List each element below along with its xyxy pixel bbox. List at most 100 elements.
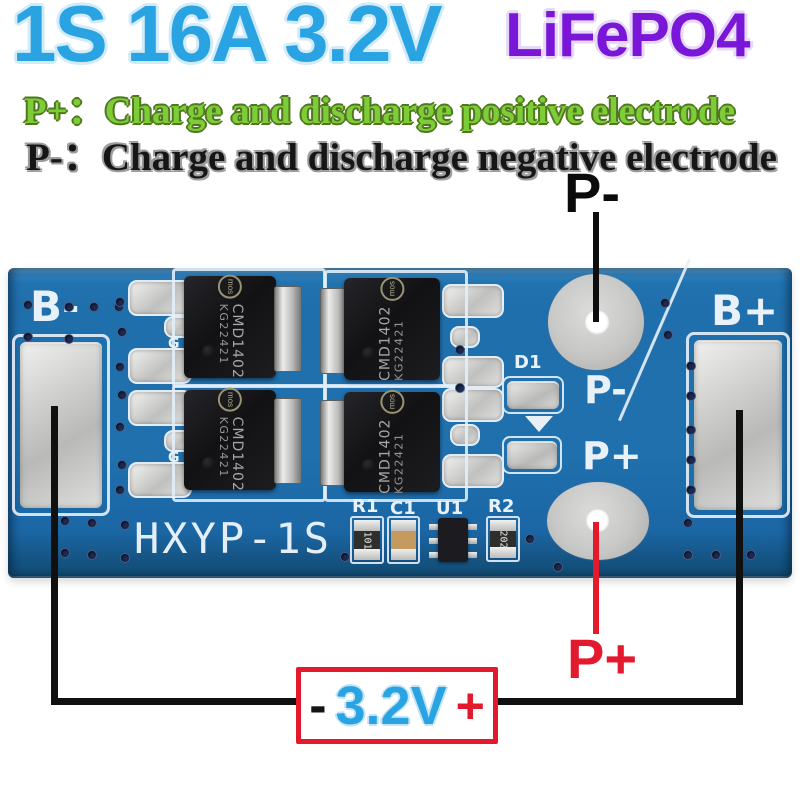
- silkscreen-r1: R1: [352, 496, 379, 517]
- capacitor-body: [391, 531, 416, 549]
- via: [60, 516, 70, 526]
- battery-plus-sign: +: [455, 677, 485, 734]
- silkscreen-b-plus: B+: [711, 286, 779, 335]
- b-minus-pad-metal: [20, 342, 102, 508]
- title-spec: 1S 16A 3.2V: [12, 0, 443, 78]
- resistor-cap: [490, 547, 516, 558]
- p-plus-prefix: P+：: [24, 91, 105, 132]
- mosfet-part: CMD1402: [228, 416, 245, 493]
- resistor-body: 202: [490, 530, 516, 548]
- ic-u1-body: [438, 518, 468, 562]
- silkscreen-d1: D1: [514, 352, 542, 373]
- capacitor-cap: [391, 520, 416, 531]
- lead-pad: [128, 390, 192, 426]
- via: [340, 552, 350, 562]
- via: [117, 327, 127, 337]
- via: [120, 553, 130, 563]
- ic-lead: [429, 552, 439, 558]
- ic-lead: [467, 538, 477, 544]
- description-positive: P+：Charge and discharge positive electro…: [24, 80, 735, 134]
- p-minus-prefix: P-：: [26, 136, 102, 179]
- r1-value: 101: [361, 530, 373, 550]
- via: [553, 562, 563, 572]
- mosfet-lot: KG22421: [216, 416, 230, 479]
- resistor-r1: 101: [350, 516, 384, 564]
- mos-logo-icon: mos: [380, 389, 404, 414]
- wire-b-plus: [736, 410, 743, 705]
- mosfet-tab: [320, 400, 348, 486]
- ic-lead: [467, 552, 477, 558]
- via: [686, 455, 696, 465]
- via: [686, 425, 696, 435]
- via: [455, 383, 465, 393]
- mosfet-part: CMD1402: [377, 305, 394, 382]
- lead-pad: [442, 356, 504, 388]
- silkscreen-r2: R2: [488, 496, 515, 517]
- resistor-cap: [490, 520, 516, 531]
- p-minus-annotation: P-: [564, 161, 620, 224]
- resistor-cap: [354, 520, 380, 531]
- p-plus-text: Charge and discharge positive electrode: [104, 91, 735, 132]
- lead-pad: [442, 284, 504, 318]
- lead-pad: [128, 462, 192, 498]
- d1-pad: [502, 436, 562, 474]
- ic-lead: [467, 524, 477, 530]
- mosfet-tab: [320, 288, 348, 374]
- via: [660, 298, 670, 308]
- d1-pad: [502, 376, 564, 414]
- via: [663, 330, 673, 340]
- via: [455, 345, 465, 355]
- mosfet-part: CMD1402: [377, 418, 394, 495]
- p-minus-pointer-line: [593, 212, 599, 322]
- via: [683, 550, 693, 560]
- p-plus-annotation: P+: [567, 627, 638, 690]
- via: [115, 422, 125, 432]
- mosfet-lot: KG22421: [216, 303, 230, 366]
- silkscreen-c1: C1: [390, 498, 416, 519]
- via: [23, 332, 33, 342]
- via: [64, 334, 74, 344]
- d1-pad-metal: [507, 381, 559, 409]
- via: [686, 485, 696, 495]
- capacitor-c1: [387, 516, 420, 564]
- wire-b-minus: [51, 406, 58, 705]
- silkscreen-p-plus: P+: [582, 434, 642, 478]
- lead-pad: [442, 388, 504, 422]
- via: [117, 390, 127, 400]
- d1-pad-metal: [507, 441, 557, 469]
- via: [115, 297, 125, 307]
- mosfet-lot: KG22421: [392, 319, 406, 382]
- via: [23, 300, 33, 310]
- via: [117, 460, 127, 470]
- mosfet-tab: [274, 286, 302, 372]
- via: [711, 550, 721, 560]
- p-minus-text: Charge and discharge negative electrode: [101, 136, 777, 179]
- pcb-board: B- B+ G G mos CM: [8, 258, 792, 578]
- resistor-cap: [354, 549, 380, 560]
- via: [746, 550, 756, 560]
- via: [115, 362, 125, 372]
- via: [683, 518, 693, 528]
- ic-lead: [429, 538, 439, 544]
- mos-logo-icon: mos: [218, 274, 243, 299]
- mosfet-tab: [274, 398, 302, 484]
- ic-lead: [429, 524, 439, 530]
- diode-cathode-mark: [525, 416, 553, 432]
- lead-pad: [442, 454, 504, 488]
- via: [115, 485, 125, 495]
- silkscreen-model: HXYP-1S: [134, 514, 333, 563]
- p-plus-pointer-line: [593, 522, 599, 634]
- via: [686, 361, 696, 371]
- mosfet-part: CMD1402: [228, 303, 245, 380]
- title-chemistry: LiFePO4: [505, 1, 751, 70]
- resistor-r2: 202: [486, 516, 520, 562]
- lead-pad: [128, 280, 192, 316]
- mosfet-lot: KG22421: [392, 432, 406, 495]
